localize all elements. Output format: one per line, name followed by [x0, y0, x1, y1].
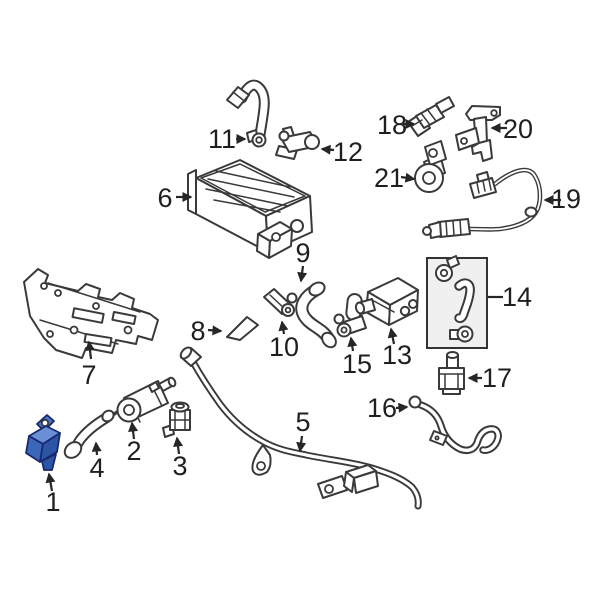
part-18-drawing[interactable]	[407, 96, 455, 137]
callout-13-number[interactable]: 13	[382, 340, 412, 370]
callout-3-number[interactable]: 3	[172, 451, 187, 481]
part-17-drawing[interactable]	[438, 351, 465, 395]
part-14-kit-box[interactable]	[426, 255, 488, 349]
part-5-drawing[interactable]	[179, 345, 422, 510]
callout-9-number[interactable]: 9	[295, 238, 310, 268]
callout-21-number[interactable]: 21	[374, 163, 404, 193]
part-20-drawing[interactable]	[455, 105, 501, 162]
callout-7-number[interactable]: 7	[81, 360, 96, 390]
callout-21[interactable]: 21	[374, 163, 416, 193]
callout-3[interactable]: 3	[172, 436, 188, 481]
callout-4-number[interactable]: 4	[89, 453, 104, 483]
callout-14[interactable]: 14	[488, 282, 532, 312]
callout-20[interactable]: 20	[490, 114, 533, 144]
callout-12[interactable]: 12	[320, 137, 363, 167]
callout-6[interactable]: 6	[157, 183, 193, 213]
callout-2-number[interactable]: 2	[126, 436, 141, 466]
part-3-drawing[interactable]	[162, 401, 191, 438]
part-7-drawing[interactable]	[23, 268, 159, 359]
part-15-drawing[interactable]	[333, 293, 367, 338]
callout-17-number[interactable]: 17	[482, 363, 512, 393]
callout-11-number[interactable]: 11	[208, 124, 236, 154]
part-9-drawing[interactable]	[295, 280, 339, 350]
part-11-drawing[interactable]	[226, 79, 270, 148]
part-1-drawing-highlighted[interactable]	[25, 414, 61, 471]
callout-9[interactable]: 9	[295, 238, 311, 283]
callout-8[interactable]: 8	[190, 316, 223, 346]
callout-18[interactable]: 18	[377, 110, 416, 140]
callout-5[interactable]: 5	[295, 407, 311, 453]
part-19-drawing[interactable]	[422, 167, 543, 239]
callout-4[interactable]: 4	[89, 441, 105, 483]
callout-18-number[interactable]: 18	[377, 110, 407, 140]
callout-10-number[interactable]: 10	[269, 332, 299, 362]
callout-15-number[interactable]: 15	[342, 349, 372, 379]
part-6-drawing[interactable]	[187, 159, 313, 259]
callout-2[interactable]: 2	[126, 421, 142, 466]
callout-19-number[interactable]: 19	[551, 184, 581, 214]
part-4-drawing[interactable]	[62, 408, 116, 461]
callout-20-number[interactable]: 20	[503, 114, 533, 144]
callout-14-number[interactable]: 14	[502, 282, 532, 312]
callout-5-number[interactable]: 5	[295, 407, 310, 437]
part-16-drawing[interactable]	[408, 395, 502, 455]
callout-19[interactable]: 19	[543, 184, 581, 214]
callout-1-number[interactable]: 1	[45, 487, 60, 517]
callout-10[interactable]: 10	[269, 320, 299, 362]
part-2-drawing[interactable]	[108, 376, 177, 423]
callout-13[interactable]: 13	[382, 327, 412, 370]
callout-16-number[interactable]: 16	[367, 393, 397, 423]
callout-7[interactable]: 7	[81, 340, 97, 390]
callout-6-number[interactable]: 6	[157, 183, 172, 213]
part-21-drawing[interactable]	[414, 140, 447, 193]
callout-11[interactable]: 11	[208, 124, 247, 154]
part-8-drawing[interactable]	[226, 316, 259, 341]
part-12-drawing[interactable]	[275, 126, 320, 160]
part-13-drawing[interactable]	[354, 277, 419, 326]
callout-15[interactable]: 15	[342, 336, 372, 379]
callout-8-number[interactable]: 8	[190, 316, 205, 346]
callout-12-number[interactable]: 12	[333, 137, 363, 167]
part-10-drawing[interactable]	[263, 288, 298, 317]
callout-1[interactable]: 1	[45, 472, 61, 517]
callout-17[interactable]: 17	[467, 363, 512, 393]
callout-16[interactable]: 16	[367, 393, 409, 423]
